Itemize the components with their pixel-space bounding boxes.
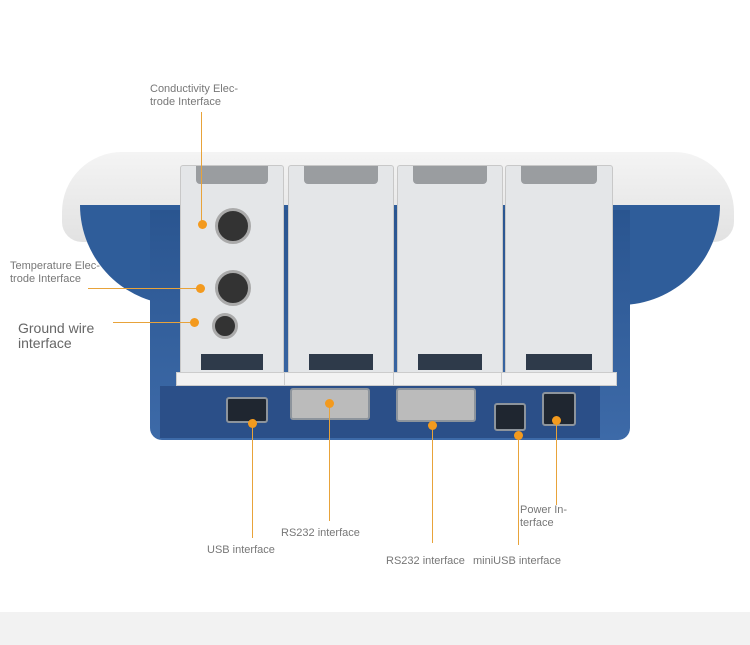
blank-module-2 bbox=[284, 165, 398, 386]
label-conductivity: Conductivity Elec-trode Interface bbox=[150, 83, 238, 109]
blank-module-4 bbox=[501, 165, 617, 386]
label-line: trode Interface bbox=[150, 96, 221, 108]
marker-dot bbox=[196, 284, 205, 293]
blank-module-3 bbox=[393, 165, 507, 386]
marker-dot bbox=[190, 318, 199, 327]
temperature-port bbox=[215, 270, 251, 306]
marker-dot bbox=[248, 419, 257, 428]
label-line: trode Interface bbox=[10, 273, 81, 285]
label-line: terface bbox=[520, 517, 554, 529]
ground-port bbox=[212, 313, 238, 339]
marker-dot bbox=[514, 431, 523, 440]
leader-line bbox=[329, 403, 330, 521]
electrode-module bbox=[176, 165, 288, 386]
label-miniusb: miniUSB interface bbox=[473, 555, 562, 567]
label-line: Power In- bbox=[520, 504, 568, 516]
miniusb-port bbox=[494, 403, 526, 431]
rs232-port-2 bbox=[396, 388, 476, 422]
label-rs232-2: RS232 interface bbox=[386, 555, 465, 567]
footer-strip bbox=[0, 612, 750, 645]
marker-dot bbox=[198, 220, 207, 229]
leader-line bbox=[113, 322, 195, 323]
leader-line bbox=[518, 435, 519, 545]
usb-port bbox=[226, 397, 268, 423]
label-temperature: Temperature Elec-trode Interface bbox=[10, 260, 100, 286]
label-power: Power In-terface bbox=[520, 504, 567, 530]
leader-line bbox=[201, 112, 202, 224]
marker-dot bbox=[428, 421, 437, 430]
conductivity-port bbox=[215, 208, 251, 244]
label-line: interface bbox=[18, 335, 72, 351]
leader-line bbox=[432, 425, 433, 543]
leader-line bbox=[88, 288, 200, 289]
label-line: Ground wire bbox=[18, 320, 95, 336]
marker-dot bbox=[325, 399, 334, 408]
marker-dot bbox=[552, 416, 561, 425]
leader-line bbox=[556, 420, 557, 505]
leader-line bbox=[252, 423, 253, 538]
label-line: Temperature Elec- bbox=[10, 260, 100, 272]
label-usb: USB interface bbox=[207, 544, 275, 556]
label-line: Conductivity Elec- bbox=[150, 83, 239, 95]
label-rs232-1: RS232 interface bbox=[281, 527, 360, 539]
